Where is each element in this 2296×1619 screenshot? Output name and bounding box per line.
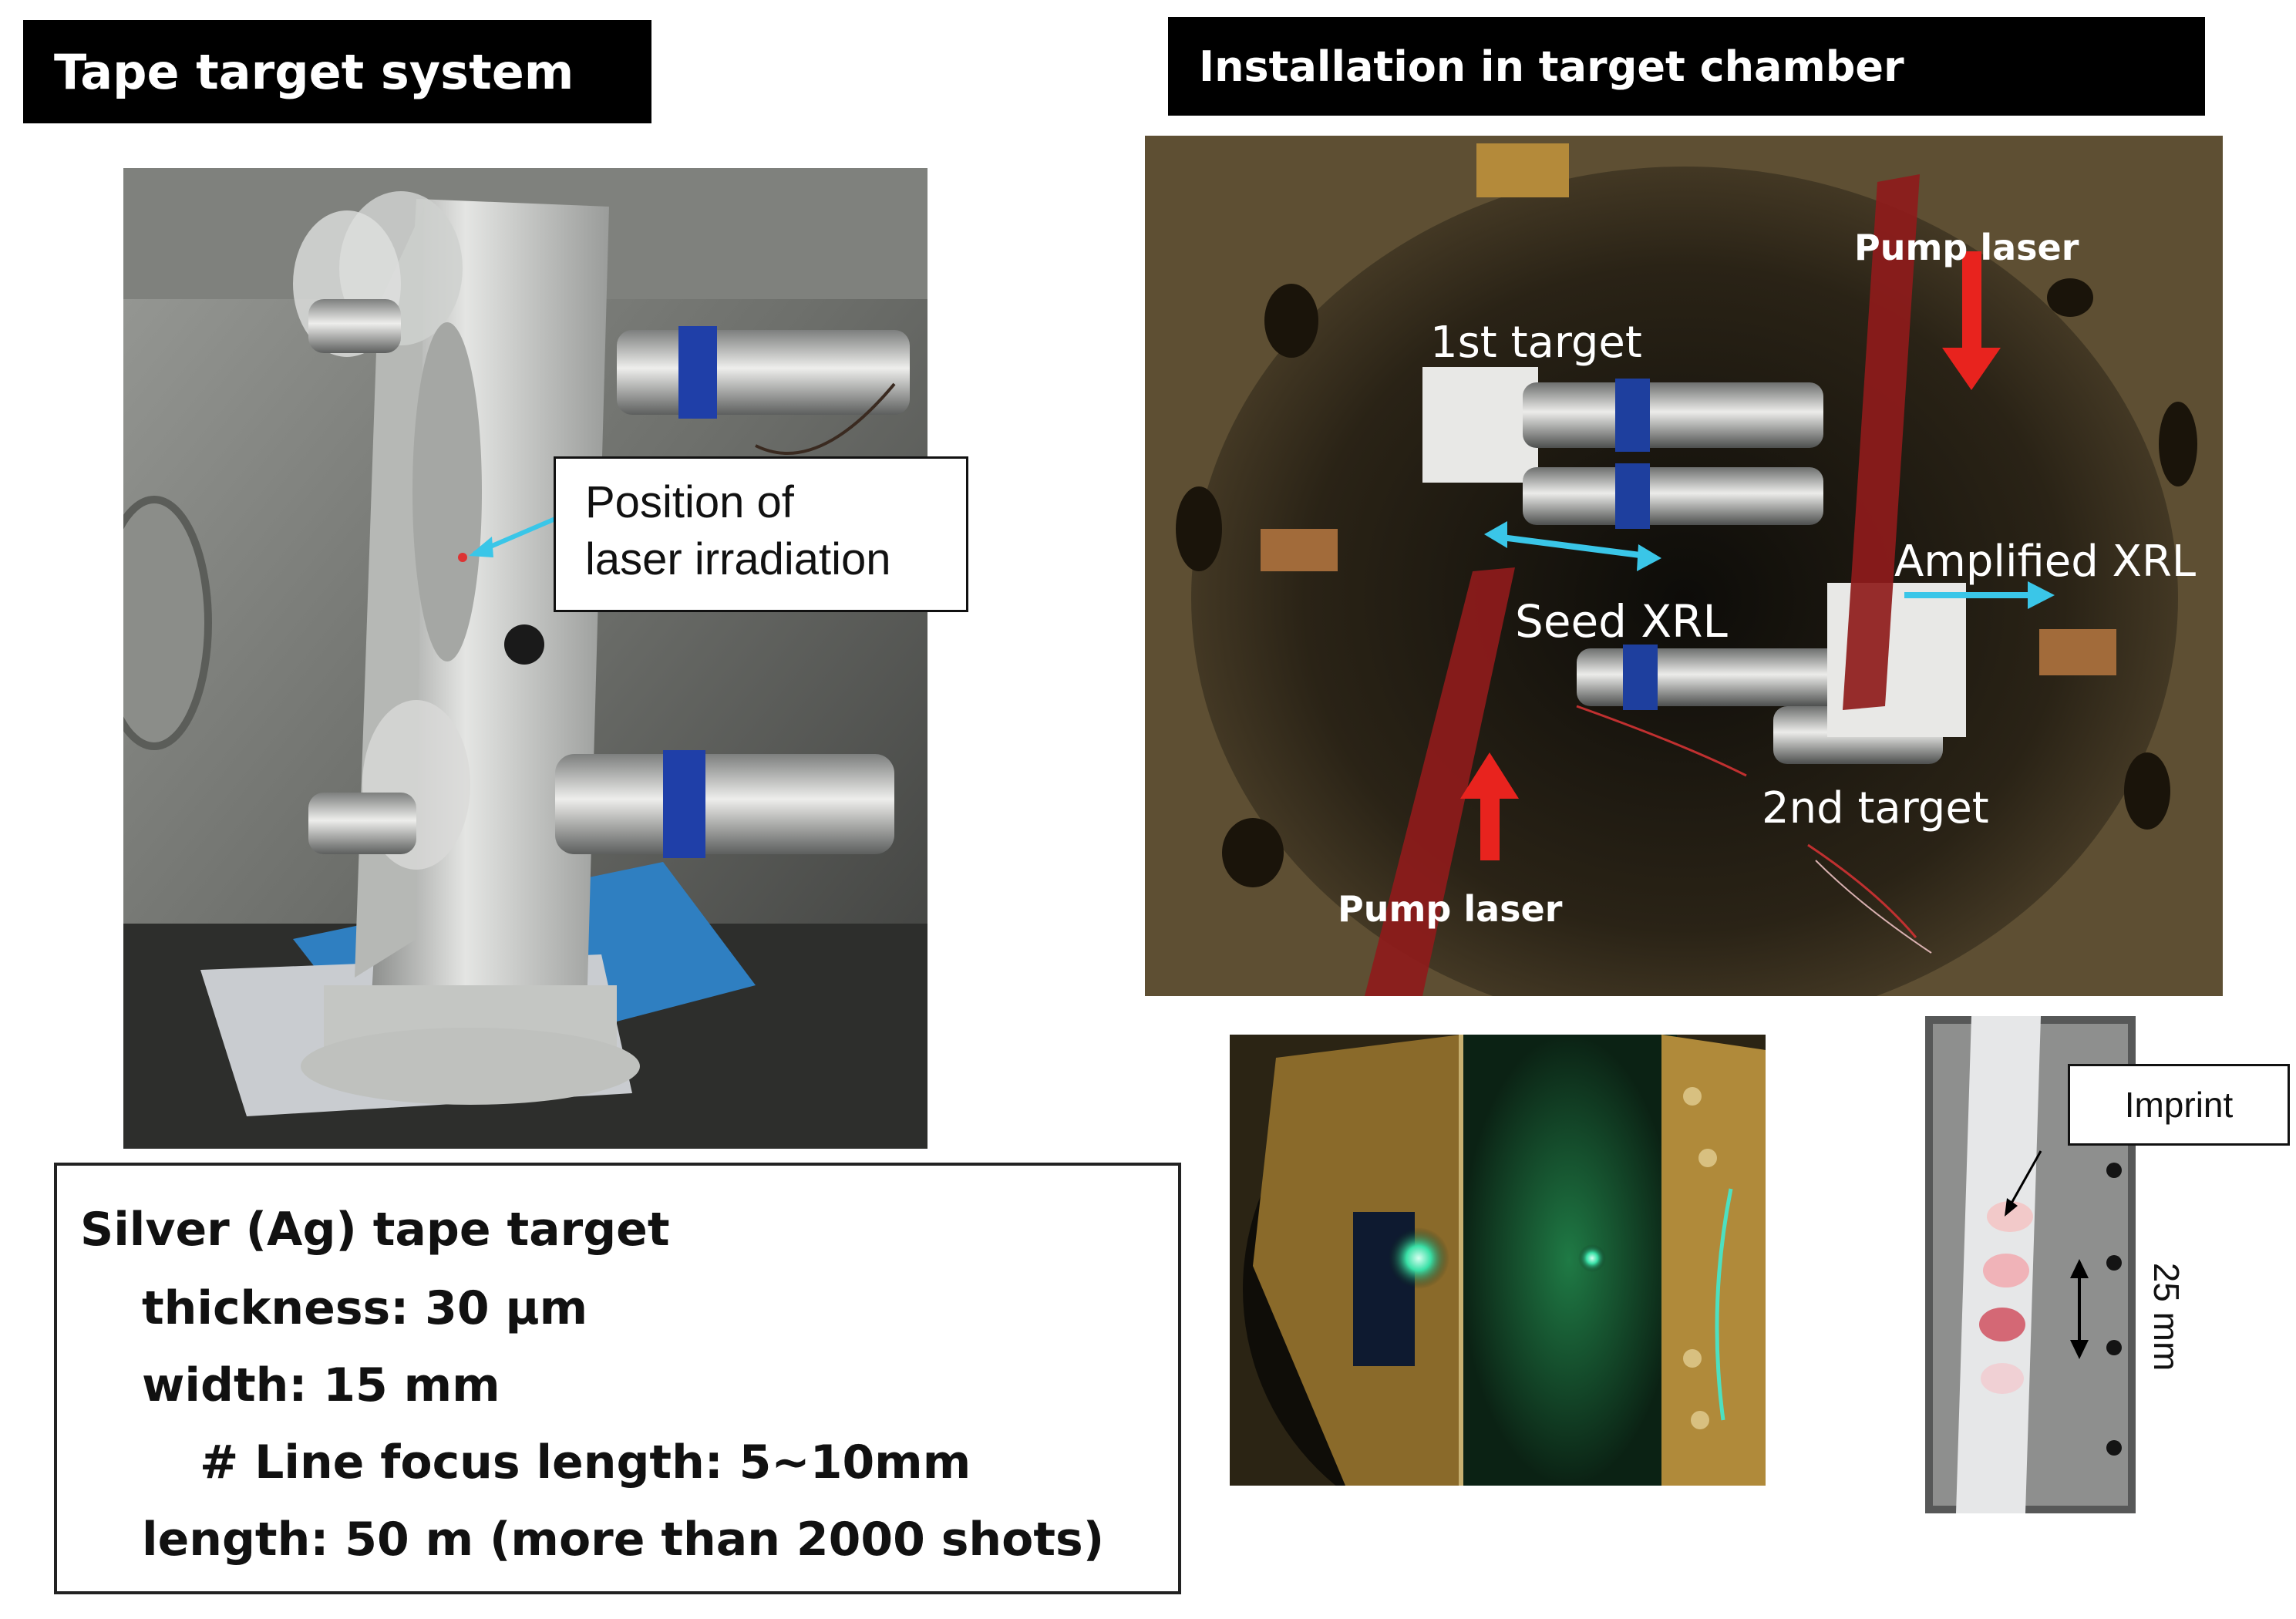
left-section-header: Tape target system — [23, 20, 651, 123]
imprint-scale-label: 25 mm — [2146, 1262, 2187, 1372]
spec-line-focus: # Line focus length: 5~10mm — [200, 1436, 971, 1489]
callout-line-1: Position of — [585, 477, 794, 527]
spec-title: Silver (Ag) tape target — [80, 1203, 670, 1257]
spec-thickness: thickness: 30 μm — [142, 1281, 588, 1335]
tape-spec-box: Silver (Ag) tape target thickness: 30 μm… — [54, 1163, 1181, 1594]
plasma-illustration — [1230, 1035, 1766, 1486]
first-target-label: 1st target — [1430, 318, 1642, 368]
target-chamber-illustration — [1145, 136, 2223, 996]
laser-position-callout: Position of laser irradiation — [554, 456, 968, 612]
target-chamber-photo: Pump laser 1st target Amplified XRL Seed… — [1145, 136, 2223, 996]
left-header-text: Tape target system — [54, 43, 574, 100]
pump-laser-bottom-label: Pump laser — [1338, 888, 1563, 930]
imprint-callout: Imprint — [2068, 1064, 2290, 1146]
right-section-header: Installation in target chamber — [1168, 17, 2205, 116]
tape-target-photo — [123, 168, 927, 1149]
spec-width: width: 15 mm — [142, 1358, 500, 1412]
imprint-callout-text: Imprint — [2124, 1085, 2234, 1125]
seed-xrl-label: Seed XRL — [1515, 595, 1728, 648]
tape-target-illustration — [123, 168, 927, 1149]
second-target-label: 2nd target — [1762, 783, 1989, 833]
right-header-text: Installation in target chamber — [1199, 42, 1904, 91]
plasma-emission-photo — [1230, 1035, 1766, 1486]
pump-laser-top-label: Pump laser — [1854, 227, 2079, 268]
amplified-xrl-label: Amplified XRL — [1894, 537, 2197, 587]
spec-length: length: 50 m (more than 2000 shots) — [142, 1513, 1105, 1567]
callout-line-2: laser irradiation — [585, 534, 891, 584]
